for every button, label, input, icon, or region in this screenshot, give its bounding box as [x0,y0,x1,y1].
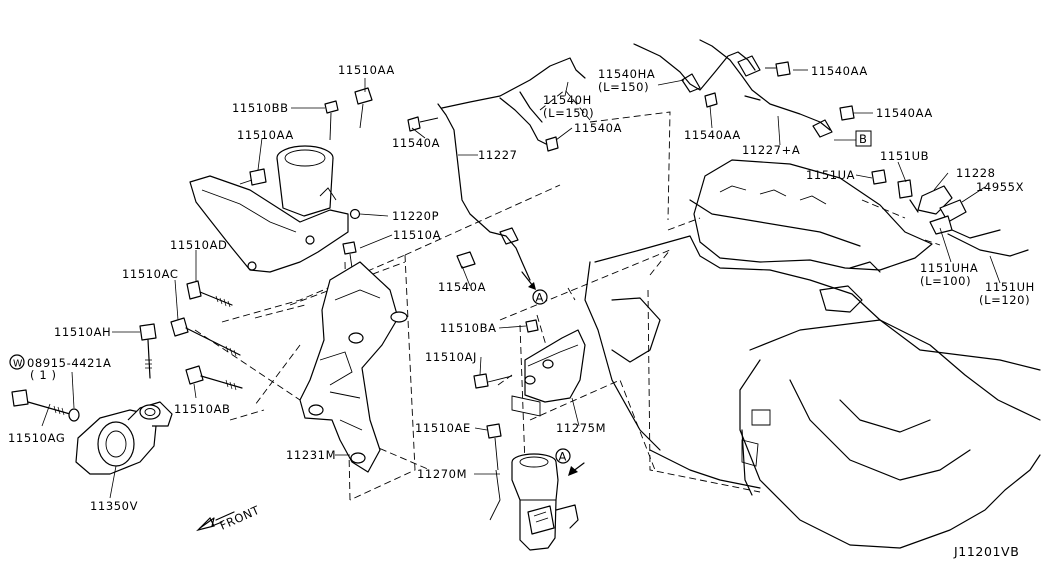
label-11231M: 11231M [286,448,336,462]
view-marker-a-1: A [521,271,548,305]
front-label: FRONT [218,503,263,533]
front-arrow: FRONT [196,503,263,533]
label-1151UB: 1151UB [880,149,929,163]
label-11540H: 11540H [543,93,592,107]
label-08915-qty: ( 1 ) [30,368,57,382]
label-11540HA: 11540HA [598,67,655,81]
label-11220P: 11220P [392,209,439,223]
label-1151UHA: 1151UHA [920,261,978,275]
view-marker-a-2-label: A [559,450,567,464]
label-11510AD: 11510AD [170,238,228,252]
label-11227: 11227 [478,148,518,162]
label-1151UHA-length: (L=100) [920,274,971,288]
mount-insulator-11270M [486,423,579,551]
label-11510BA: 11510BA [440,321,497,335]
bracket-11275M [473,319,586,417]
label-11540A-2: 11540A [574,121,622,135]
label-11275M: 11275M [556,421,606,435]
label-11510AG: 11510AG [8,431,65,445]
label-11510AA-left: 11510AA [237,128,294,142]
mount-bracket-11231M [299,261,408,473]
engine-assembly-outline [584,159,1041,549]
label-11510BB: 11510BB [232,101,289,115]
label-11510A: 11510A [393,228,441,242]
label-11227A: 11227+A [742,143,800,157]
label-11350V: 11350V [90,499,138,513]
washer-symbol [9,354,25,370]
label-1151UH-length: (L=120) [979,293,1030,307]
label-11510AE: 11510AE [415,421,471,435]
label-11540A-1: 11540A [392,136,440,150]
label-14955X: 14955X [976,180,1024,194]
label-11540AA-2: 11540AA [811,64,868,78]
diagram-code: J11201VB [953,544,1019,559]
mount-insulator-11350V [75,401,173,475]
label-11510AJ: 11510AJ [425,350,477,364]
label-11270M: 11270M [417,467,467,481]
label-1151UH: 1151UH [985,280,1035,294]
label-11510AH: 11510AH [54,325,111,339]
leader-lines [41,69,1001,499]
ref-b-box [855,130,872,147]
label-08915-circle: W [13,359,23,370]
label-11228: 11228 [956,166,996,180]
view-marker-a-2: A [555,448,585,476]
label-11510AB: 11510AB [174,402,231,416]
label-11540A-3: 11540A [438,280,486,294]
label-08915-4421A: 08915-4421A [27,356,111,370]
bolts-11510AA-11510BB [239,87,373,269]
bolts-11510AC-AH-AB-AG [11,280,243,422]
label-11540AA-1: 11540AA [684,128,741,142]
part-labels: 11510AA 11510BB 11510AA 11220P 11510A 11… [8,63,1035,559]
label-ref-b: B [859,132,868,146]
hoses-11227 [437,39,833,281]
small-bolts-upper [407,61,887,185]
label-11540HA-length: (L=150) [598,80,649,94]
label-11540H-length: (L=150) [543,106,594,120]
sensor-11228-14955X [897,179,1029,257]
label-1151UA: 1151UA [806,168,855,182]
view-marker-a-1-label: A [536,291,544,305]
label-11510AC: 11510AC [122,267,178,281]
bracket-11220P [189,145,361,273]
label-11510AA-top: 11510AA [338,63,395,77]
label-11540AA-3: 11540AA [876,106,933,120]
